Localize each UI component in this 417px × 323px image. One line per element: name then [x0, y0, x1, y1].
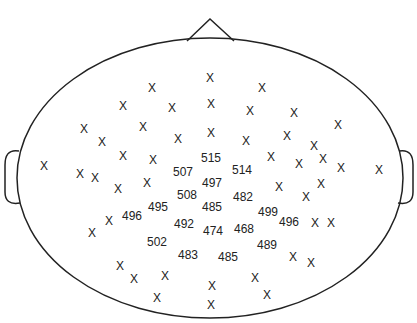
electrode-mark: X [80, 123, 88, 136]
value-number: 489 [257, 239, 277, 252]
electrode-mark: X [208, 280, 216, 293]
nose-symbol [187, 19, 234, 41]
electrode-mark: X [98, 136, 106, 149]
value-number: 485 [218, 251, 238, 264]
electrode-mark: X [334, 119, 342, 132]
electrode-mark: X [375, 164, 383, 177]
electrode-mark: X [275, 181, 283, 194]
electrode-mark: X [302, 191, 310, 204]
value-number: 496 [122, 210, 142, 223]
value-number: 485 [202, 201, 222, 214]
value-number: 497 [202, 177, 222, 190]
electrode-mark: X [139, 121, 147, 134]
electrode-mark: X [283, 130, 291, 143]
electrode-mark: X [263, 289, 271, 302]
electrode-mark: X [251, 272, 259, 285]
electrode-mark: X [207, 98, 215, 111]
electrode-mark: X [242, 135, 250, 148]
value-number: 474 [203, 225, 223, 238]
electrode-mark: X [149, 154, 157, 167]
right-ear [398, 151, 413, 204]
electrode-mark: X [206, 72, 214, 85]
value-number: 495 [148, 201, 168, 214]
electrode-mark: X [290, 107, 298, 120]
value-number: 483 [178, 249, 198, 262]
electrode-mark: X [143, 177, 151, 190]
electrode-mark: X [246, 105, 254, 118]
value-number: 499 [258, 206, 278, 219]
value-number: 514 [232, 164, 252, 177]
electrode-mark: X [88, 227, 96, 240]
electrode-mark: X [295, 158, 303, 171]
value-number: 482 [233, 191, 253, 204]
electrode-mark: X [148, 82, 156, 95]
electrode-mark: X [114, 183, 122, 196]
value-number: 508 [177, 189, 197, 202]
electrode-mark: X [319, 153, 327, 166]
electrode-mark: X [105, 215, 113, 228]
value-number: 507 [173, 166, 193, 179]
electrode-mark: X [307, 257, 315, 270]
electrode-mark: X [168, 102, 176, 115]
electrode-mark: X [337, 162, 345, 175]
electrode-mark: X [76, 168, 84, 181]
value-number: 515 [201, 152, 221, 165]
electrode-mark: X [207, 127, 215, 140]
value-number: 496 [279, 216, 299, 229]
electrode-mark: X [40, 160, 48, 173]
electrode-mark: X [310, 140, 318, 153]
electrode-mark: X [119, 150, 127, 163]
electrode-mark: X [119, 100, 127, 113]
electrode-mark: X [130, 273, 138, 286]
electrode-mark: X [161, 270, 169, 283]
electrode-mark: X [289, 251, 297, 264]
electrode-mark: X [258, 82, 266, 95]
scalp-ellipse [17, 38, 403, 318]
electrode-mark: X [267, 151, 275, 164]
electrode-mark: X [311, 217, 319, 230]
value-number: 492 [174, 218, 194, 231]
electrode-mark: X [91, 172, 99, 185]
electrode-mark: X [174, 133, 182, 146]
electrode-mark: X [116, 260, 124, 273]
value-number: 468 [234, 223, 254, 236]
electrode-mark: X [153, 292, 161, 305]
electrode-mark: X [207, 299, 215, 312]
value-number: 502 [147, 236, 167, 249]
electrode-mark: X [327, 217, 335, 230]
electrode-mark: X [317, 178, 325, 191]
left-ear [5, 151, 20, 204]
